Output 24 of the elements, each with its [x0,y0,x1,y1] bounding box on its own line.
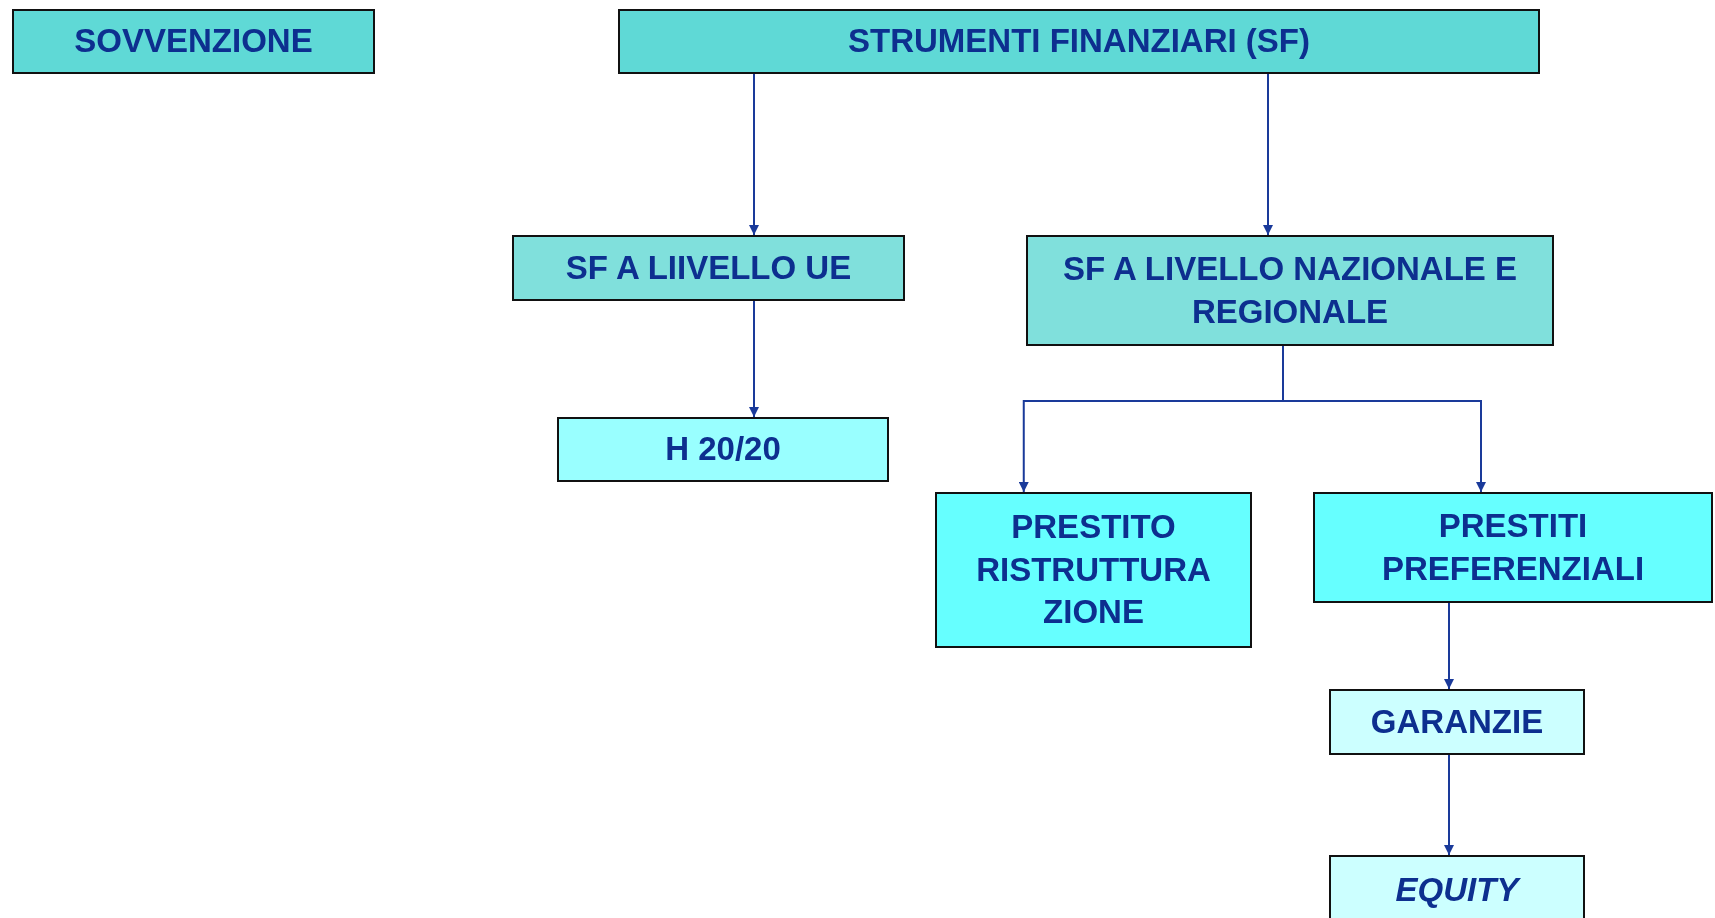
box-label: PRESTITO RISTRUTTURA ZIONE [975,506,1212,633]
process-box [935,492,1252,648]
box-label: PRESTITI PREFERENZIALI [1380,505,1646,589]
process-box [512,235,905,301]
arrow [1444,602,1454,690]
box-label: SF A LIIVELLO UE [565,247,852,288]
process-box [12,9,375,74]
arrow [749,300,759,418]
process-box [1329,689,1585,755]
box-label: EQUITY [1395,869,1519,910]
arrow [1263,73,1273,236]
box-label: STRUMENTI FINANZIARI (SF) [848,21,1310,62]
box-label: SOVVENZIONE [74,21,313,62]
process-box [1329,855,1585,918]
arrow [1282,345,1486,493]
arrow [1444,754,1454,856]
process-box [618,9,1540,74]
box-label: H 20/20 [665,429,781,470]
process-box [557,417,889,482]
process-box [1313,492,1713,603]
box-label: GARANZIE [1370,701,1544,742]
process-box [1026,235,1554,346]
arrow [749,73,759,236]
box-label: SF A LIVELLO NAZIONALE E REGIONALE [1061,248,1519,332]
